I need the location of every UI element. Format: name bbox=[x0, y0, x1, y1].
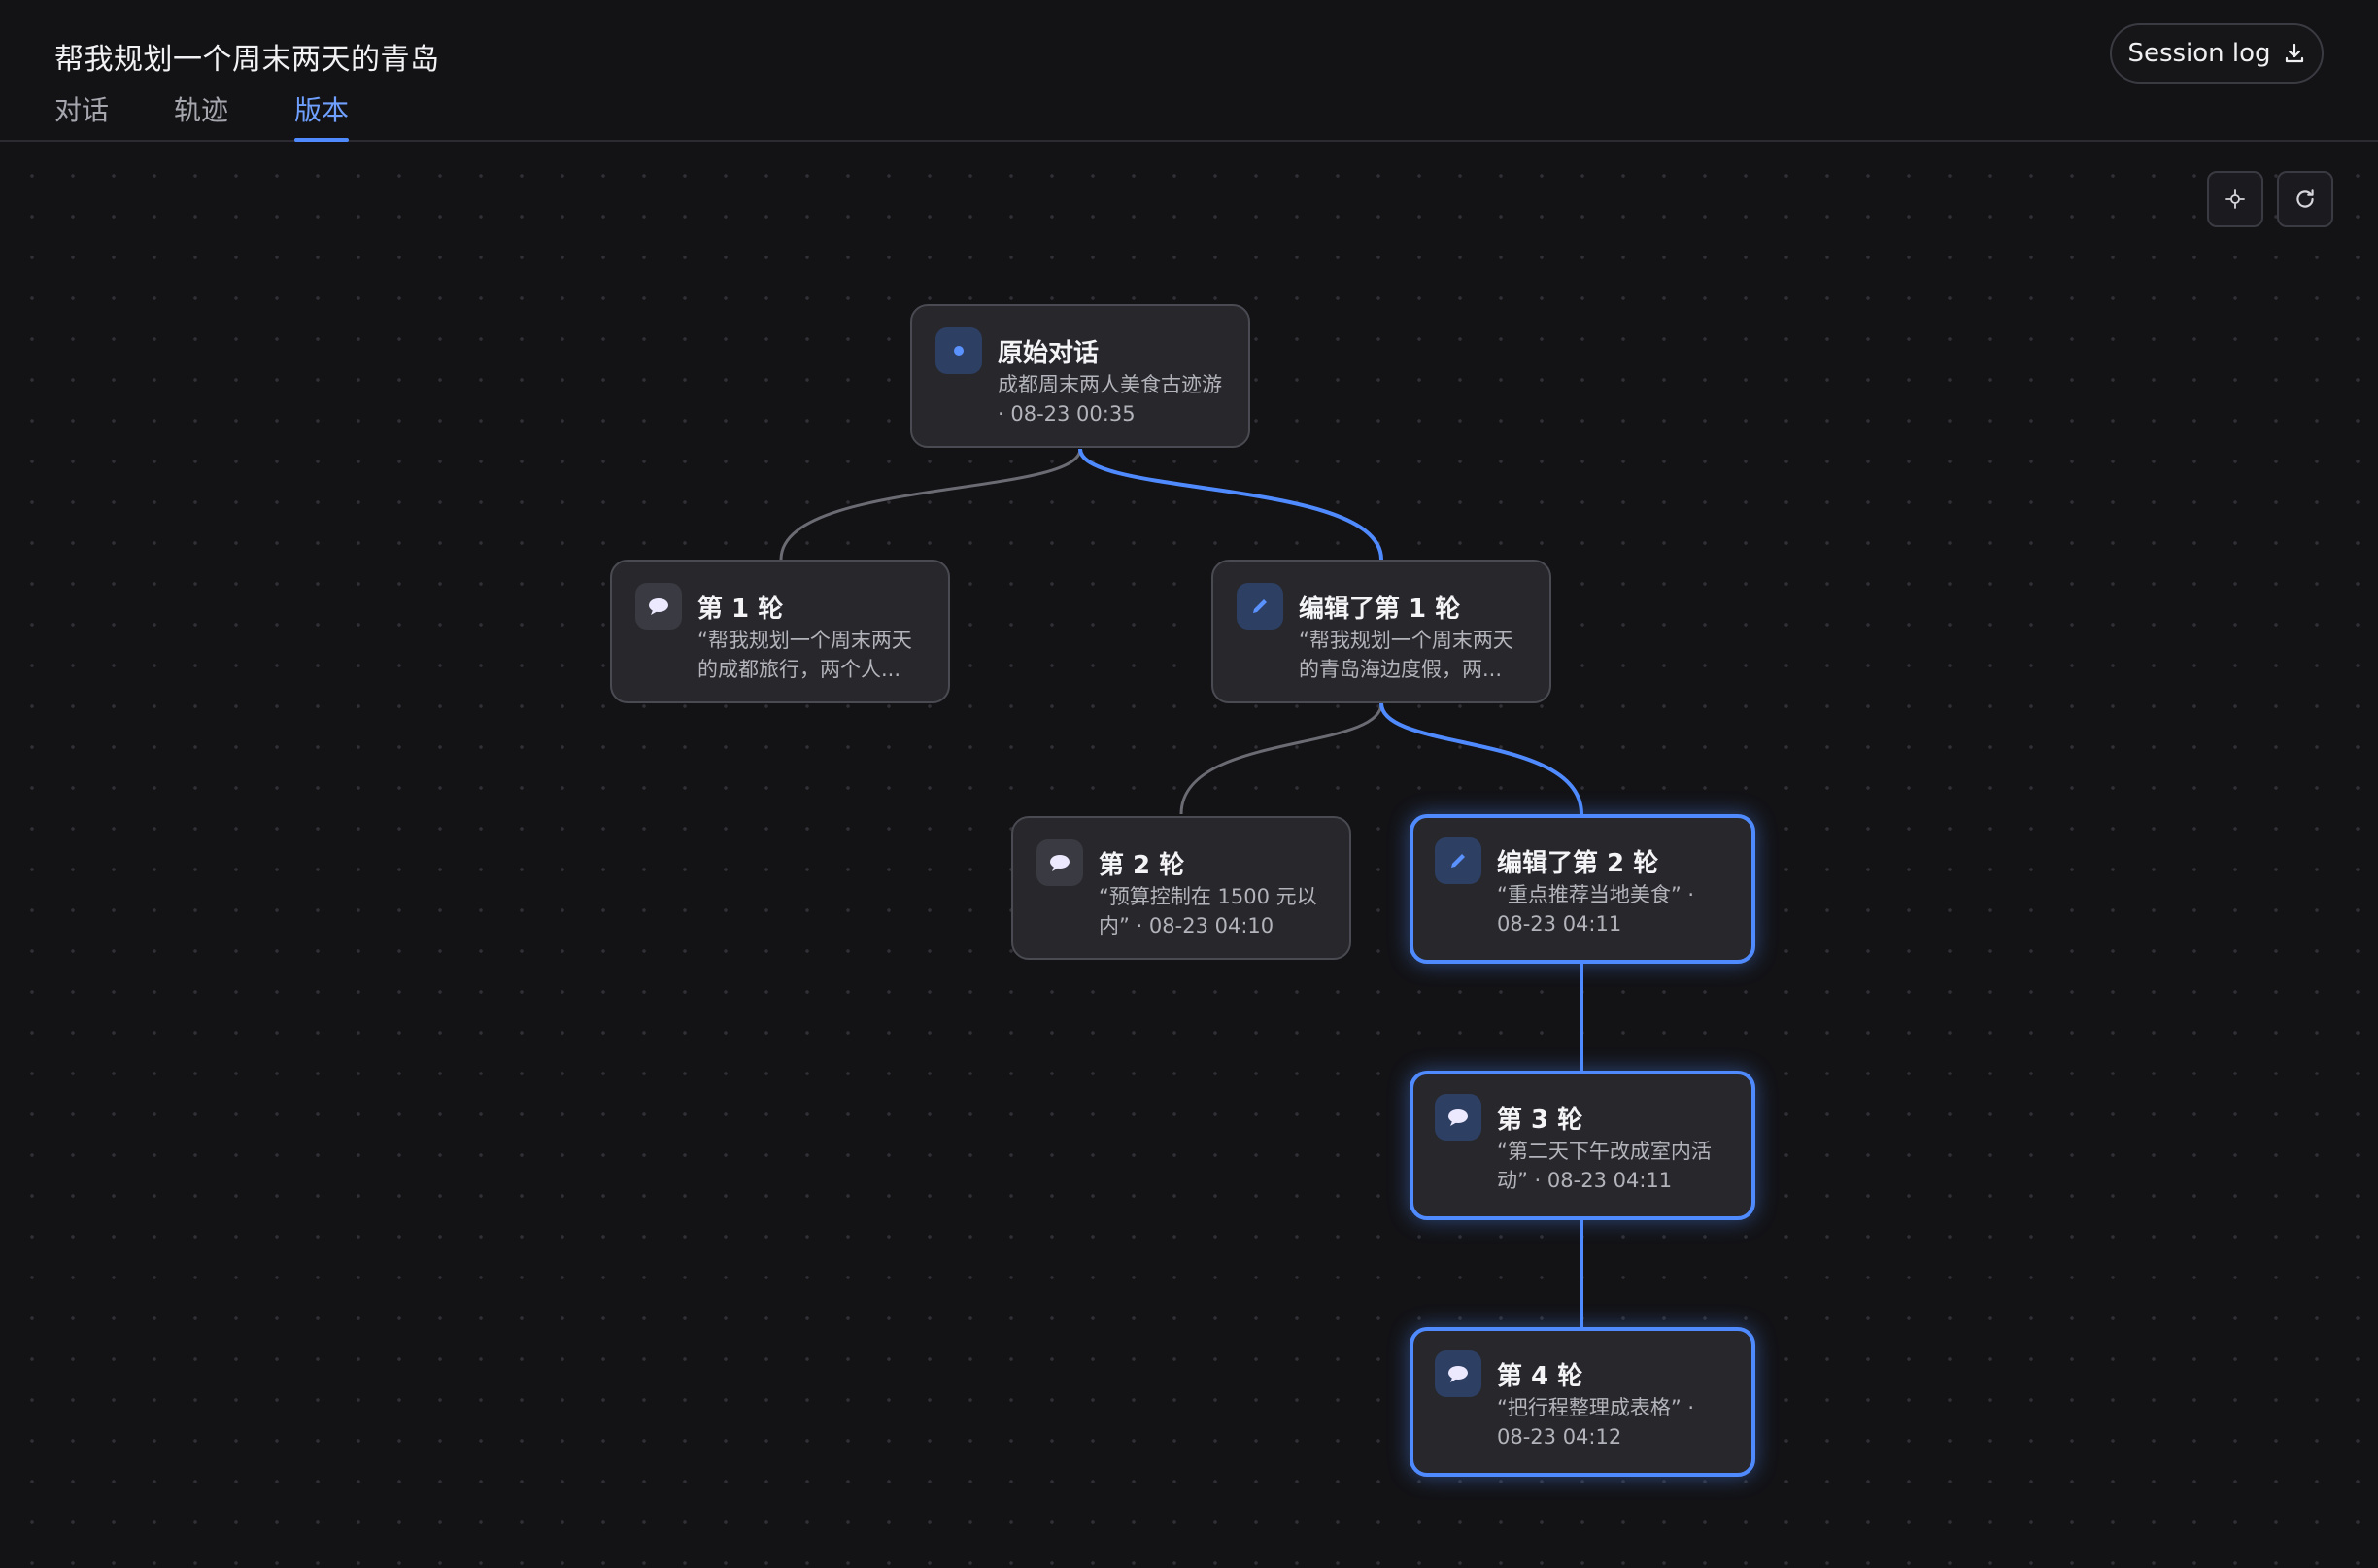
chat-bubble-icon bbox=[1435, 1094, 1481, 1141]
node-title: 第 3 轮 bbox=[1497, 1106, 1583, 1135]
locate-icon bbox=[2225, 189, 2245, 209]
session-log-button[interactable]: Session log bbox=[2110, 23, 2324, 84]
tree-node-turn-3[interactable]: 第 3 轮 “第二天下午改成室内活动” · 08-23 04:11 bbox=[1410, 1071, 1755, 1220]
edge-root-t1 bbox=[779, 448, 1082, 561]
node-description: “把行程整理成表格” · 08-23 04:12 bbox=[1497, 1396, 1695, 1449]
node-title: 第 4 轮 bbox=[1497, 1362, 1583, 1391]
page-title: 帮我规划一个周末两天的青岛 bbox=[54, 43, 440, 77]
version-tree-canvas[interactable]: 原始对话 成都周末两人美食古迹游 · 08-23 00:35 第 1 轮 “帮我… bbox=[0, 142, 2378, 1568]
edge-e1-t2 bbox=[1179, 702, 1383, 815]
tab-trajectory[interactable]: 轨迹 bbox=[174, 94, 229, 126]
node-title: 编辑了第 2 轮 bbox=[1497, 849, 1659, 878]
pencil-icon bbox=[1435, 837, 1481, 884]
dot-icon bbox=[935, 327, 982, 374]
node-title: 第 2 轮 bbox=[1099, 851, 1185, 880]
download-icon bbox=[2283, 42, 2306, 65]
chat-bubble-icon bbox=[635, 583, 682, 630]
tree-edges bbox=[779, 448, 1583, 1327]
node-title: 原始对话 bbox=[998, 339, 1100, 368]
refresh-icon bbox=[2293, 187, 2318, 212]
tree-node-turn-1[interactable]: 第 1 轮 “帮我规划一个周末两天的成都旅行，两个人... bbox=[610, 560, 950, 703]
tree-node-edit-1[interactable]: 编辑了第 1 轮 “帮我规划一个周末两天的青岛海边度假，两... bbox=[1211, 560, 1551, 703]
app-header: 帮我规划一个周末两天的青岛 对话 轨迹 版本 Session log bbox=[0, 0, 2378, 142]
node-description: “重点推荐当地美食” · 08-23 04:11 bbox=[1497, 883, 1695, 936]
node-description: “第二天下午改成室内活动” · 08-23 04:11 bbox=[1497, 1140, 1712, 1192]
edge-root-e1 bbox=[1078, 448, 1383, 561]
tree-node-turn-2[interactable]: 第 2 轮 “预算控制在 1500 元以内” · 08-23 04:10 bbox=[1011, 816, 1351, 960]
tab-versions[interactable]: 版本 bbox=[294, 89, 350, 142]
tree-node-edit-2[interactable]: 编辑了第 2 轮 “重点推荐当地美食” · 08-23 04:11 bbox=[1410, 814, 1755, 964]
refresh-button[interactable] bbox=[2277, 171, 2333, 227]
edge-e1-e2 bbox=[1379, 702, 1583, 815]
locate-button[interactable] bbox=[2207, 171, 2263, 227]
tab-conversation[interactable]: 对话 bbox=[54, 94, 110, 126]
node-description: “预算控制在 1500 元以内” · 08-23 04:10 bbox=[1099, 885, 1317, 937]
node-title: 第 1 轮 bbox=[697, 595, 784, 624]
node-description: 成都周末两人美食古迹游 · 08-23 00:35 bbox=[998, 373, 1222, 426]
session-log-label: Session log bbox=[2127, 39, 2271, 68]
node-description: “帮我规划一个周末两天的成都旅行，两个人... bbox=[697, 629, 912, 681]
node-title: 编辑了第 1 轮 bbox=[1299, 595, 1461, 624]
chat-bubble-icon bbox=[1435, 1350, 1481, 1397]
tree-node-turn-4[interactable]: 第 4 轮 “把行程整理成表格” · 08-23 04:12 bbox=[1410, 1327, 1755, 1477]
pencil-icon bbox=[1237, 583, 1283, 630]
tree-node-original[interactable]: 原始对话 成都周末两人美食古迹游 · 08-23 00:35 bbox=[910, 304, 1250, 448]
chat-bubble-icon bbox=[1036, 839, 1083, 886]
node-description: “帮我规划一个周末两天的青岛海边度假，两... bbox=[1299, 629, 1513, 681]
